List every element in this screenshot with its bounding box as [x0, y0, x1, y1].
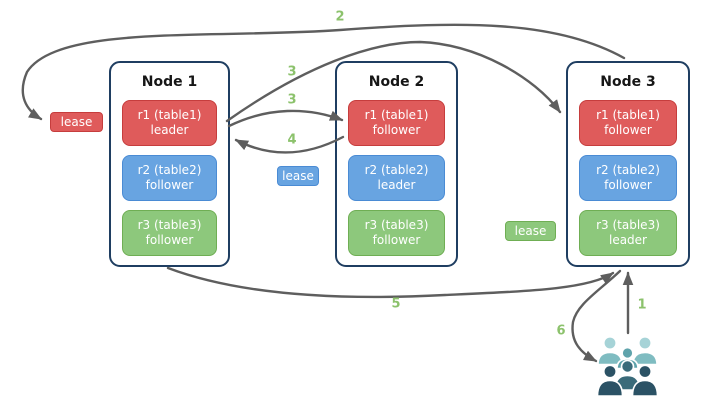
node-3-replica-r2: r2 (table2) follower — [579, 155, 677, 201]
lease-badge-blue: lease — [277, 166, 319, 186]
replica-name: r2 (table2) — [364, 163, 429, 177]
node-2-replica-r2: r2 (table2) leader — [348, 155, 445, 201]
replica-role: follower — [372, 233, 421, 247]
user-person-back-left — [597, 336, 623, 366]
user-person-back-right — [632, 336, 658, 366]
arrow-step-3-node1-to-node2-icon — [227, 109, 344, 128]
node-3-title: Node 3 — [600, 74, 656, 90]
replica-role: leader — [608, 233, 647, 247]
step-1-label: 1 — [637, 297, 647, 313]
step-3b-label: 3 — [287, 92, 297, 108]
lease-badge-green: lease — [505, 221, 556, 241]
replica-role: follower — [372, 123, 421, 137]
replica-name: r1 (table1) — [364, 108, 429, 122]
user-person-front-left — [596, 364, 624, 397]
step-2-label: 2 — [335, 9, 345, 25]
replica-name: r3 (table3) — [364, 218, 429, 232]
replica-name: r2 (table2) — [137, 163, 202, 177]
replica-name: r1 (table1) — [137, 108, 202, 122]
step-3a-label: 3 — [287, 64, 297, 80]
node-2-replica-r1: r1 (table1) follower — [348, 100, 445, 146]
replica-name: r3 (table3) — [137, 218, 202, 232]
arrow-step-5-node1-to-node3-icon — [166, 266, 615, 299]
lease-badge-red: lease — [50, 112, 103, 132]
step-5-label: 5 — [391, 296, 401, 312]
replica-role: follower — [145, 178, 194, 192]
replica-name: r1 (table1) — [596, 108, 660, 122]
node-1-replica-r2: r2 (table2) follower — [122, 155, 217, 201]
node-2-replica-r3: r3 (table3) follower — [348, 210, 445, 256]
replica-role: leader — [150, 123, 189, 137]
replica-role: leader — [377, 178, 416, 192]
user-person-front-right — [631, 364, 659, 397]
node-1-box: Node 1 r1 (table1) leader r2 (table2) fo… — [109, 61, 230, 267]
replica-role: follower — [145, 233, 194, 247]
step-4-label: 4 — [287, 132, 297, 148]
step-6-label: 6 — [556, 323, 566, 339]
node-1-replica-r3: r3 (table3) follower — [122, 210, 217, 256]
node-1-title: Node 1 — [141, 74, 198, 90]
replica-role: follower — [604, 178, 652, 192]
users-group-icon — [596, 336, 659, 397]
replica-name: r3 (table3) — [596, 218, 660, 232]
node-3-replica-r3: r3 (table3) leader — [579, 210, 677, 256]
node-3-box: Node 3 r1 (table1) follower r2 (table2) … — [566, 61, 690, 267]
replica-name: r2 (table2) — [596, 163, 660, 177]
node-2-title: Node 2 — [368, 74, 425, 90]
replica-role: follower — [604, 123, 652, 137]
node-1-replica-r1: r1 (table1) leader — [122, 100, 217, 146]
node-3-replica-r1: r1 (table1) follower — [579, 100, 677, 146]
node-2-box: Node 2 r1 (table1) follower r2 (table2) … — [335, 61, 458, 267]
